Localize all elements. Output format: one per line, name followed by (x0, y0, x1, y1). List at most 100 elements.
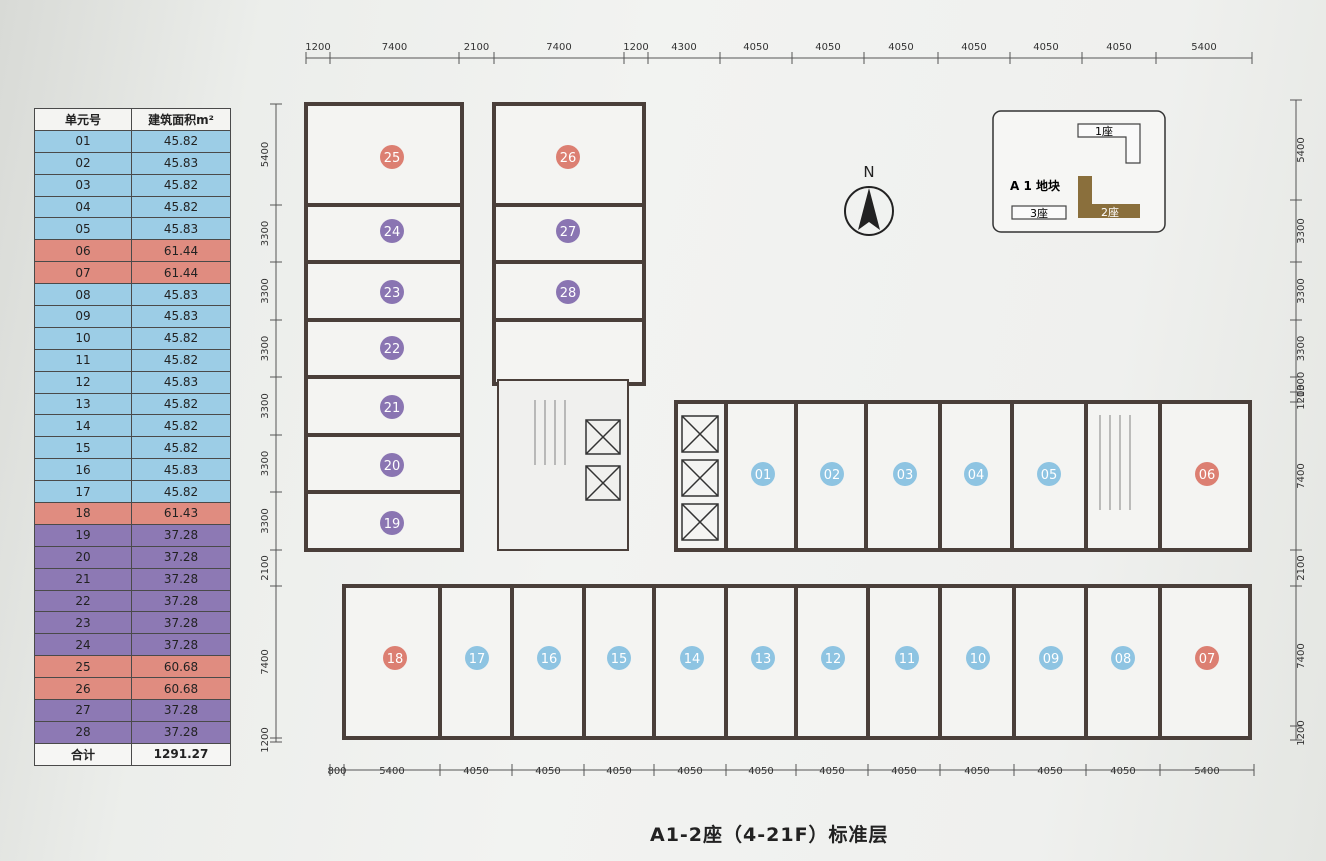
unit-area-cell: 60.68 (131, 677, 231, 701)
dimension-right-label: 7400 (1296, 463, 1307, 488)
dimension-right-label: 7400 (1296, 643, 1307, 668)
dimension-top-label: 4050 (961, 42, 986, 53)
unit-badge (1111, 646, 1135, 670)
dimension-top-label: 4050 (743, 42, 768, 53)
unit-badge-label: 22 (384, 342, 401, 357)
unit-badge (1039, 646, 1063, 670)
unit-badge-label: 14 (684, 652, 701, 667)
unit-area-cell: 45.83 (131, 370, 231, 394)
site-key-map: 1座 A 1 地块 2座 3座 (992, 110, 1166, 233)
unit-area-cell: 37.28 (131, 545, 231, 569)
dimension-left-label: 1200 (260, 727, 271, 752)
area-header: 建筑面积m² (131, 108, 231, 131)
unit-badge (556, 280, 580, 304)
unit-number-cell: 05 (34, 217, 132, 241)
unit-badge (751, 462, 775, 486)
dimension-top-label: 5400 (1191, 42, 1216, 53)
unit-badge-label: 19 (384, 517, 401, 532)
unit-badge-label: 06 (1199, 468, 1216, 483)
unit-badge (383, 646, 407, 670)
unit-badge (380, 511, 404, 535)
building-3-label: 3座 (1030, 206, 1048, 220)
unit-badge (893, 462, 917, 486)
unit-badge (680, 646, 704, 670)
unit-badge (380, 336, 404, 360)
elevators-east (681, 415, 719, 541)
unit-badge (821, 646, 845, 670)
unit-number-cell: 23 (34, 611, 132, 635)
unit-badge (380, 395, 404, 419)
dimension-top-label: 1200 (305, 42, 330, 53)
unit-area-cell: 45.82 (131, 348, 231, 372)
building-2-label: 2座 (1101, 205, 1119, 219)
unit-area-cell: 45.83 (131, 283, 231, 307)
dimension-bottom-label: 5400 (379, 766, 404, 777)
elevators-west (585, 419, 621, 501)
unit-badge-label: 21 (384, 401, 401, 416)
dimension-right-label: 1200 (1296, 720, 1307, 745)
south-row (342, 584, 1252, 740)
dimension-left-label: 3300 (260, 278, 271, 303)
unit-badge (1195, 462, 1219, 486)
unit-badge-label: 18 (387, 652, 404, 667)
unit-badge (820, 462, 844, 486)
unit-area-cell: 45.82 (131, 436, 231, 460)
dimension-top-label: 7400 (382, 42, 407, 53)
dimension-right-label: 1200 (1296, 384, 1307, 409)
unit-number-cell: 15 (34, 436, 132, 460)
plan-caption: A1-2座（4-21F）标准层 (650, 824, 889, 846)
dimension-top-label: 4050 (1106, 42, 1131, 53)
dimension-right-label: 5400 (1296, 137, 1307, 162)
north-arrow-icon (858, 188, 880, 230)
unit-number-cell: 14 (34, 414, 132, 438)
unit-badge-label: 09 (1043, 652, 1060, 667)
dimension-bottom-label: 4050 (677, 766, 702, 777)
dimension-right-label: 1300 (1296, 372, 1307, 397)
unit-number-cell: 24 (34, 633, 132, 657)
dimension-left-label: 2100 (260, 555, 271, 580)
dimension-right-label: 2100 (1296, 555, 1307, 580)
unit-number-cell: 08 (34, 283, 132, 307)
dimension-bottom-label: 4050 (463, 766, 488, 777)
dimension-bottom-label: 4050 (535, 766, 560, 777)
unit-badge-label: 10 (970, 652, 987, 667)
dimension-right-label: 3300 (1296, 218, 1307, 243)
unit-badge-label: 05 (1041, 468, 1058, 483)
unit-badge-label: 20 (384, 459, 401, 474)
unit-number-cell: 18 (34, 502, 132, 525)
table-total-row: 合计 1291.27 (34, 742, 231, 766)
unit-badge-label: 11 (899, 652, 916, 667)
unit-badge-label: 24 (384, 225, 401, 240)
unit-badge-label: 13 (755, 652, 772, 667)
unit-badge (380, 280, 404, 304)
unit-badge (556, 145, 580, 169)
unit-badge (607, 646, 631, 670)
dimension-top-label: 2100 (464, 42, 489, 53)
unit-badge (380, 453, 404, 477)
unit-badge (1195, 646, 1219, 670)
unit-number-cell: 28 (34, 720, 132, 744)
unit-badge (537, 646, 561, 670)
unit-area-cell: 37.28 (131, 720, 231, 744)
unit-area-cell: 45.83 (131, 458, 231, 482)
unit-badge-label: 26 (560, 151, 577, 166)
unit-area-cell: 45.82 (131, 414, 231, 438)
unit-badge-label: 03 (897, 468, 914, 483)
dimension-bottom-label: 5400 (1194, 766, 1219, 777)
unit-badge (1037, 462, 1061, 486)
